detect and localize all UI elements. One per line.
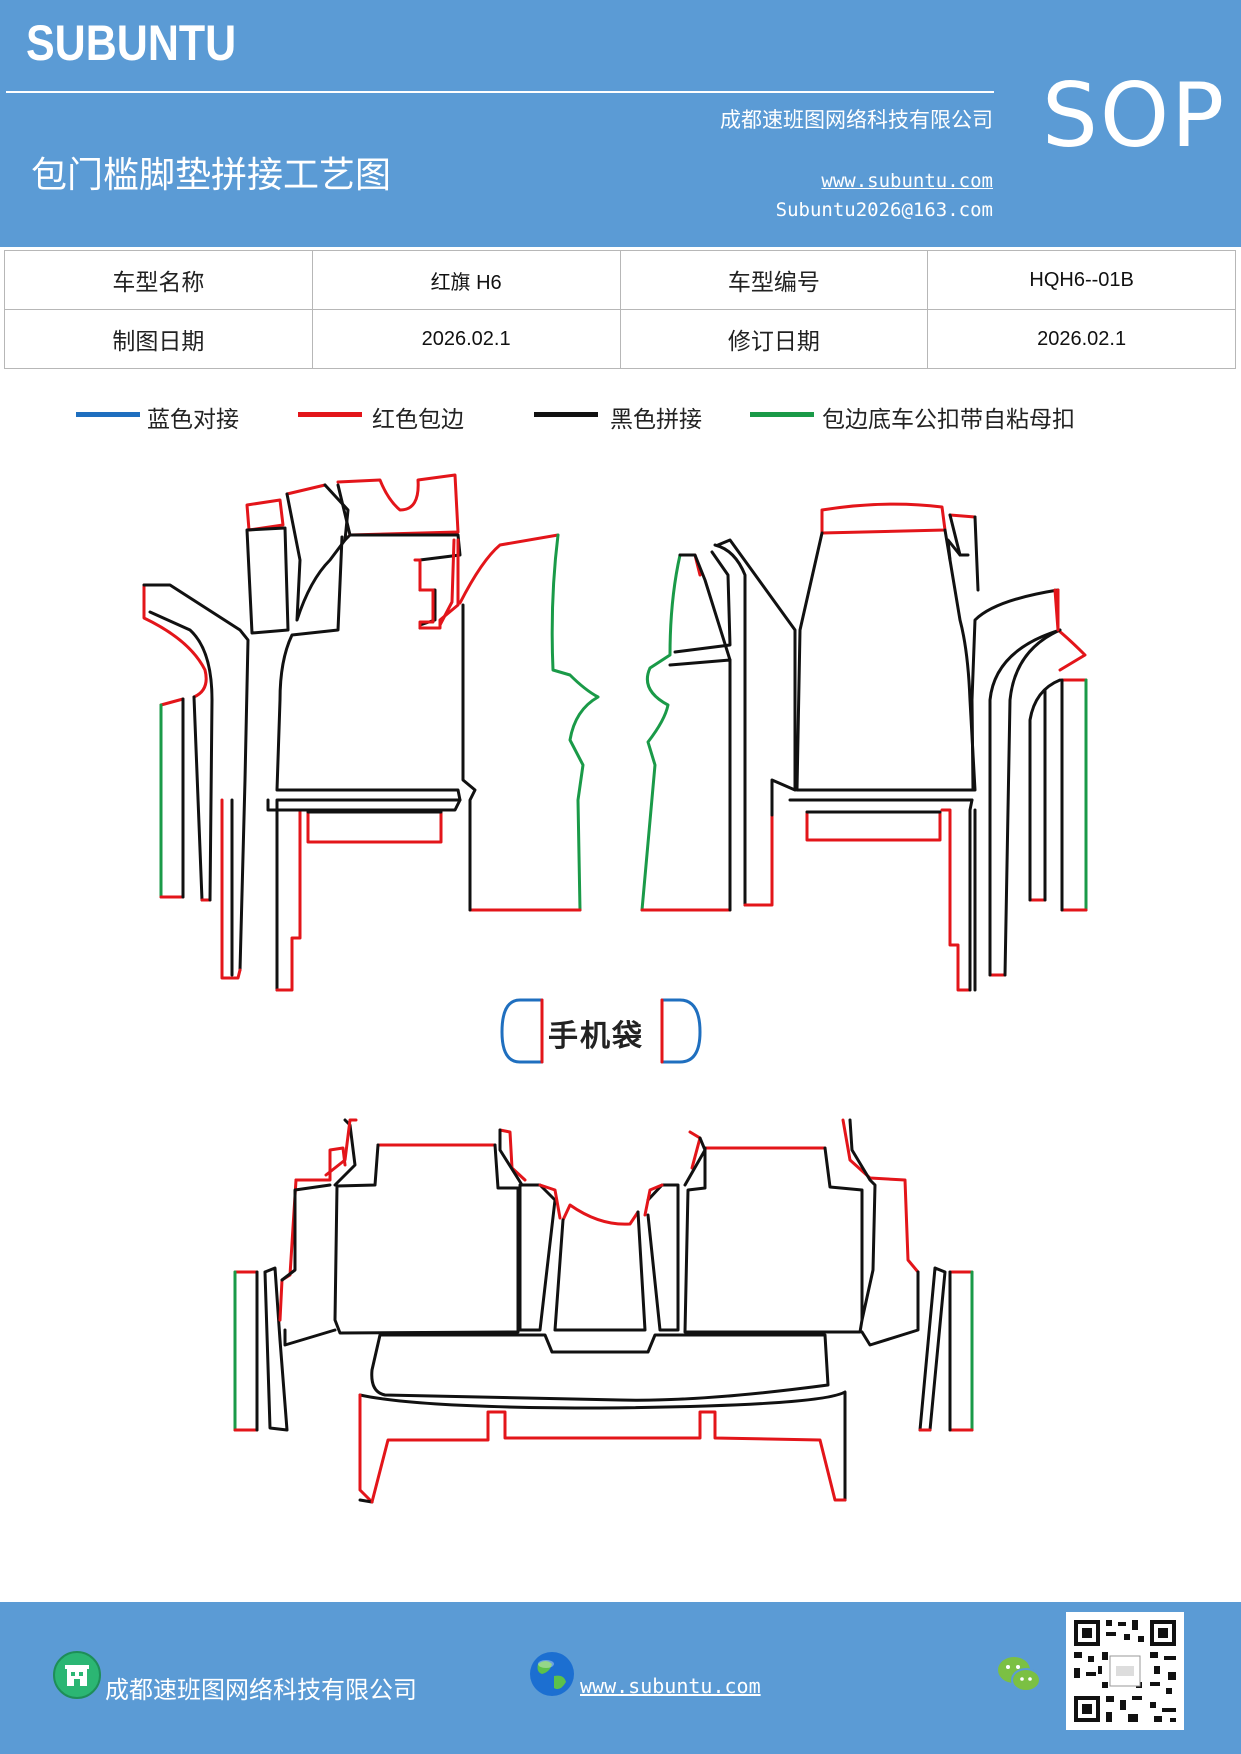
legend-label-blue: 蓝色对接 <box>147 407 239 433</box>
model-name-label: 车型名称 <box>4 250 313 310</box>
rear-mats <box>233 1118 974 1504</box>
draw-date-label: 制图日期 <box>4 309 313 369</box>
sop-badge: SOP <box>1042 64 1227 167</box>
header-divider <box>6 91 994 93</box>
front-left-mats <box>142 473 600 992</box>
wechat-icon <box>998 1657 1041 1692</box>
model-code-label: 车型编号 <box>619 250 929 310</box>
legend-swatch-red <box>298 412 362 417</box>
floor-mat-diagram <box>142 473 1088 1504</box>
building-icon <box>53 1651 101 1699</box>
qr-code <box>1066 1612 1184 1730</box>
globe-icon <box>530 1652 574 1696</box>
legend-swatch-blue <box>76 412 140 417</box>
revision-date-label: 修订日期 <box>619 309 929 369</box>
legend-label-black: 黑色拼接 <box>610 407 702 433</box>
legend-swatch-green <box>750 412 814 417</box>
legend-label-red: 红色包边 <box>372 407 464 433</box>
footer-banner: 成都速班图网络科技有限公司 www.subuntu.com <box>0 1602 1241 1754</box>
phone-pocket <box>500 998 702 1064</box>
footer-website-link[interactable]: www.subuntu.com <box>580 1674 761 1698</box>
legend-label-green: 包边底车公扣带自粘母扣 <box>822 407 1075 433</box>
brand-logo: SUBUNTU <box>26 15 237 71</box>
front-right-mats <box>640 502 1088 992</box>
vehicle-info-table: 车型名称 红旗 H6 车型编号 HQH6--01B 制图日期 2026.02.1… <box>4 250 1236 369</box>
revision-date-value: 2026.02.1 <box>927 309 1236 369</box>
header-banner: SUBUNTU 成都速班图网络科技有限公司 包门槛脚垫拼接工艺图 www.sub… <box>0 0 1241 247</box>
model-name-value: 红旗 H6 <box>311 250 621 310</box>
phone-pocket-label: 手机袋 <box>548 1019 644 1054</box>
model-code-value: HQH6--01B <box>927 250 1236 310</box>
draw-date-value: 2026.02.1 <box>311 309 621 369</box>
table-row: 车型名称 红旗 H6 车型编号 HQH6--01B <box>4 250 1236 310</box>
document-title: 包门槛脚垫拼接工艺图 <box>31 155 392 196</box>
table-row: 制图日期 2026.02.1 修订日期 2026.02.1 <box>4 309 1236 369</box>
legend-swatch-black <box>534 412 598 417</box>
website-link[interactable]: www.subuntu.com <box>821 170 993 192</box>
email-address[interactable]: Subuntu2026@163.com <box>775 199 993 221</box>
company-name: 成都速班图网络科技有限公司 <box>720 108 993 132</box>
color-legend: 蓝色对接 红色包边 黑色拼接 包边底车公扣带自粘母扣 <box>0 400 1241 440</box>
footer-company-name: 成都速班图网络科技有限公司 <box>105 1676 417 1704</box>
